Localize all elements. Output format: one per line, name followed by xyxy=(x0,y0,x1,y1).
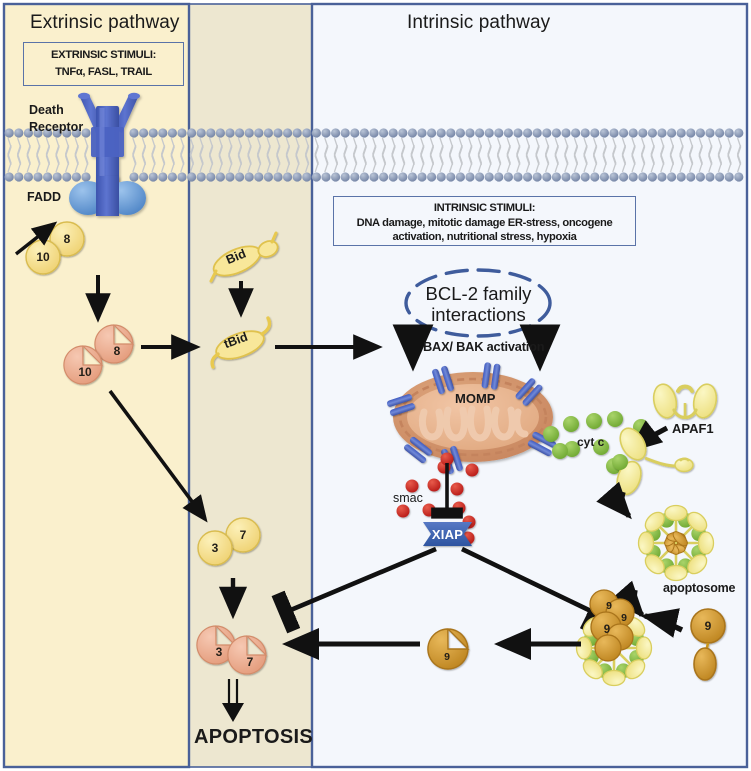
apoptosome-caspase9-number-1: 9 xyxy=(606,600,612,612)
procaspase-group-extrinsic xyxy=(25,221,85,275)
caspase-3-number: 3 xyxy=(215,645,223,659)
extrinsic-stimuli-box xyxy=(23,42,184,86)
fadd-adaptor xyxy=(69,176,146,216)
apoptosome-caspase9-number-2: 9 xyxy=(621,612,627,624)
procaspase-3-circle xyxy=(197,530,233,566)
apoptosome-caspase9-number-3: 9 xyxy=(603,624,611,636)
fadd-label: FADD xyxy=(27,190,62,204)
procaspase-group-effector xyxy=(197,517,261,566)
intrinsic-stimuli-line3: activation, nutritional stress, hypoxia xyxy=(392,231,577,243)
caspase-7-number: 7 xyxy=(246,655,254,669)
panel-title-intrinsic: Intrinsic pathway xyxy=(407,12,551,33)
caspase-9-cleaved-number: 9 xyxy=(444,651,450,663)
arrow-to-caspase9-complex xyxy=(609,580,645,619)
procaspase-10-number: 10 xyxy=(36,250,50,264)
apaf1-label: APAF1 xyxy=(672,421,714,436)
caspase-3-pacman xyxy=(196,625,237,665)
arrow-recruitment xyxy=(14,221,58,256)
caspase-10-number: 10 xyxy=(78,365,92,379)
tbid-molecule xyxy=(210,316,272,369)
procaspase-7-number: 7 xyxy=(239,528,247,542)
caspase-10-pacman xyxy=(63,345,104,385)
bax-bak-pores xyxy=(386,362,557,475)
arrow-caspase8-to-effectors xyxy=(108,389,208,523)
line-xiap-inhibits-apoptosome xyxy=(461,546,595,613)
xiap-label: XIAP xyxy=(431,527,464,542)
smac-particles xyxy=(396,452,479,545)
extrinsic-stimuli-line2: TNFα, FASL, TRAIL xyxy=(55,66,152,78)
apoptosome-caspase9-complex xyxy=(575,589,653,687)
intrinsic-stimuli-line2: DNA damage, mitotic damage ER-stress, on… xyxy=(356,217,613,229)
mitochondrion xyxy=(393,372,553,462)
smac-label: smac xyxy=(393,491,423,505)
death-receptor-label-line1: Death xyxy=(29,103,64,117)
bcl2-family-bubble xyxy=(404,268,552,338)
death-receptor-label-line2: Receptor xyxy=(29,120,84,134)
apoptosome-structure xyxy=(637,504,715,582)
apoptosis-outcome-label: APOPTOSIS xyxy=(194,726,314,748)
momp-label: MOMP xyxy=(455,391,496,406)
caspase-8-number: 8 xyxy=(113,344,121,358)
active-caspase-group-effector xyxy=(196,625,268,675)
bcl2-bubble-line2: interactions xyxy=(431,304,526,325)
procaspase-3-number: 3 xyxy=(211,541,219,555)
cytochrome-c-label: cyt c xyxy=(577,435,605,449)
caspase-7-pacman xyxy=(227,635,268,675)
arrow-apoptosome-assembly xyxy=(596,481,632,520)
intrinsic-stimuli-box xyxy=(333,196,636,246)
bax-bak-arrows xyxy=(392,324,561,372)
arrow-caspase9-recruitment xyxy=(640,608,684,638)
procaspase-9-number: 9 xyxy=(704,619,712,633)
arrow-to-apoptosis xyxy=(222,679,244,722)
bcl2-bubble-line1: BCL-2 family xyxy=(425,283,532,304)
panel-title-extrinsic: Extrinsic pathway xyxy=(30,12,180,33)
panel-intrinsic-border xyxy=(310,2,749,769)
extrinsic-stimuli-line1: EXTRINSIC STIMULI: xyxy=(51,49,156,61)
caspase-9-cleaved xyxy=(427,628,470,670)
apaf1-molecule xyxy=(652,383,718,420)
line-xiap-inhibits-effector-caspases xyxy=(286,546,437,612)
procaspase-9-monomer xyxy=(690,608,726,681)
bid-molecule xyxy=(209,231,279,283)
procaspase-8-number: 8 xyxy=(63,232,71,246)
plasma-membrane xyxy=(4,128,744,182)
active-caspase-group-extrinsic xyxy=(63,324,135,385)
apoptosome-label: apoptosome xyxy=(663,581,736,595)
xiap-shape xyxy=(423,522,472,546)
intrinsic-stimuli-line1: INTRINSIC STIMULI: xyxy=(433,202,536,214)
bax-bak-activation-label: BAX/ BAK activation xyxy=(423,339,545,354)
caspase-8-pacman xyxy=(94,324,135,364)
